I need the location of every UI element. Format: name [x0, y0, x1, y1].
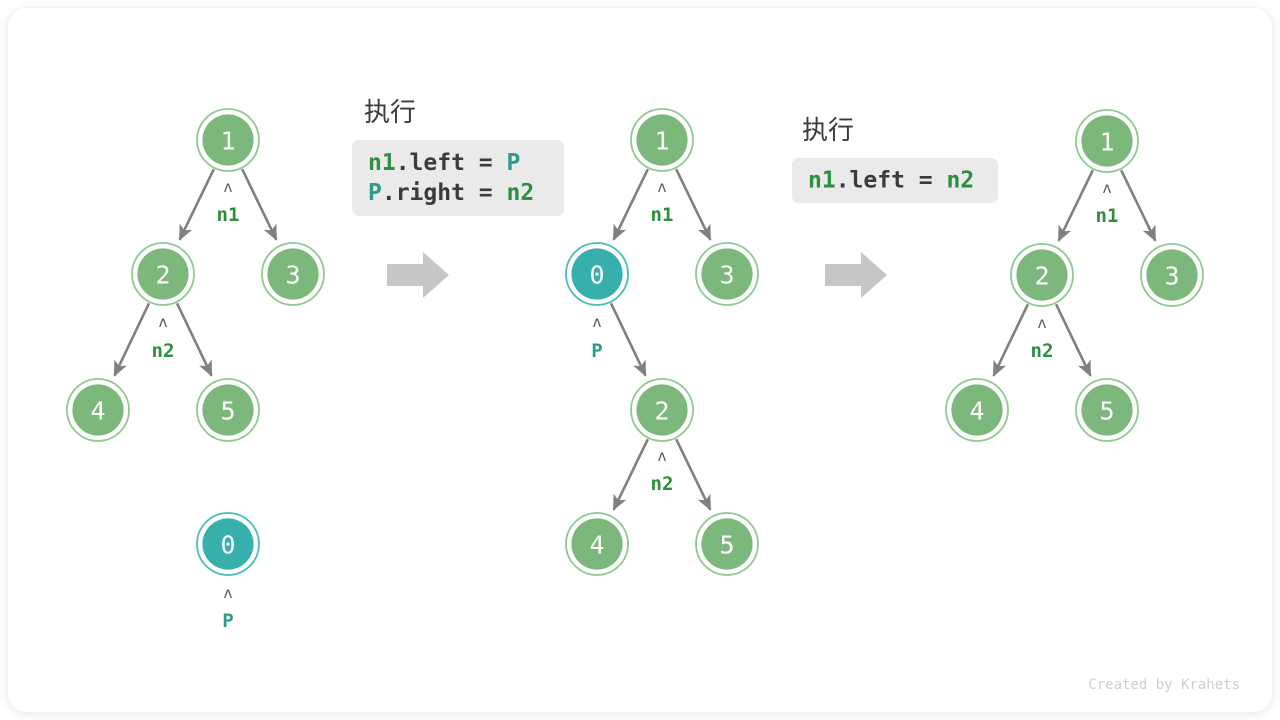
tree-node[interactable]: 2	[630, 378, 694, 442]
tree-node[interactable]: 3	[1140, 243, 1204, 307]
code-line: P.right = n2	[368, 180, 534, 206]
tree-edge	[612, 438, 649, 511]
tree-edge	[113, 302, 151, 377]
pointer-label: n2	[651, 473, 674, 495]
tree-node[interactable]: 4	[945, 378, 1009, 442]
step-arrows-layer	[387, 252, 887, 298]
code-annotations-layer: 执行 n1.left = P P.right = n2 执行 n1.left = n2	[352, 98, 998, 216]
code-block	[352, 140, 564, 216]
tree-node-label: 2	[155, 261, 170, 290]
step-transition-arrow-icon	[387, 252, 449, 298]
tree-edge	[1120, 169, 1157, 242]
pointer-label: n2	[1031, 340, 1054, 362]
pointer-label: P	[591, 340, 602, 362]
step-title: 执行	[364, 98, 416, 128]
pointer-label-group: ʌ n2	[152, 313, 175, 362]
tree-edge	[1057, 169, 1094, 242]
tree-node-label: 1	[220, 127, 235, 156]
pointer-caret-icon: ʌ	[592, 313, 601, 331]
code-line: n1.left = P	[368, 150, 520, 176]
pointer-caret-icon: ʌ	[657, 447, 666, 465]
tree-node[interactable]: 5	[1075, 378, 1139, 442]
tree-node-label: 3	[719, 261, 734, 290]
tree-node-label: 4	[90, 397, 105, 426]
tree-nodes-layer: 1 2 3 4 5 0 1 0 3 2 4 5 1 2 3 4 5	[66, 108, 1204, 576]
code-block	[792, 158, 998, 203]
credit-label: Created by Krahets	[1088, 677, 1240, 693]
pointer-label-group: ʌ n2	[1031, 314, 1054, 362]
tree-node[interactable]: 0	[565, 242, 629, 306]
pointer-label-group: ʌ n1	[217, 178, 240, 226]
tree-edge	[675, 438, 712, 511]
tree-node[interactable]: 4	[565, 512, 629, 576]
tree-node-label: 3	[285, 261, 300, 290]
tree-node-label: 3	[1164, 262, 1179, 291]
tree-node-label: 4	[589, 531, 604, 560]
tree-edge	[178, 168, 215, 241]
pointer-caret-icon: ʌ	[1102, 179, 1111, 197]
pointer-label: n1	[651, 204, 674, 226]
tree-node-label: 2	[654, 397, 669, 426]
tree-node-label: 5	[1099, 397, 1114, 426]
tree-node-label: 0	[589, 261, 604, 290]
pointer-label-group: ʌ n1	[651, 178, 674, 226]
tree-node[interactable]: 1	[1075, 109, 1139, 173]
pointer-label: P	[222, 610, 233, 632]
tree-edges-layer	[113, 168, 1157, 511]
tree-edge	[612, 168, 649, 241]
tree-node-label: 4	[969, 397, 984, 426]
tree-node-label: 5	[220, 397, 235, 426]
step-transition-arrow-icon	[825, 252, 887, 298]
tree-edge	[609, 302, 647, 377]
step-title: 执行	[802, 116, 854, 146]
pointer-label-group: ʌP	[591, 313, 602, 362]
tree-node[interactable]: 5	[695, 512, 759, 576]
tree-node[interactable]: 3	[695, 242, 759, 306]
pointer-caret-icon: ʌ	[657, 178, 666, 196]
pointer-label-group: ʌ n2	[651, 447, 674, 495]
tree-edge	[241, 168, 278, 241]
pointer-caret-icon: ʌ	[158, 313, 167, 331]
tree-edge	[175, 302, 213, 377]
pointer-caret-icon: ʌ	[1037, 314, 1046, 332]
tree-node[interactable]: 4	[66, 378, 130, 442]
pointer-label: n1	[1096, 205, 1119, 227]
pointer-label: n1	[217, 204, 240, 226]
tree-edge	[675, 168, 712, 241]
tree-edge	[992, 303, 1030, 377]
tree-node[interactable]: 3	[261, 242, 325, 306]
tree-node-label: 2	[1034, 262, 1049, 291]
tree-node-label: 0	[220, 531, 235, 560]
tree-node[interactable]: 0	[196, 512, 260, 576]
pointer-caret-icon: ʌ	[223, 178, 232, 196]
tree-node[interactable]: 1	[196, 108, 260, 172]
tree-node-label: 1	[1099, 128, 1114, 157]
tree-node-label: 5	[719, 531, 734, 560]
tree-node[interactable]: 2	[1010, 243, 1074, 307]
tree-node[interactable]: 2	[131, 242, 195, 306]
pointer-caret-icon: ʌ	[223, 584, 232, 602]
pointer-label-group: ʌP	[222, 584, 233, 632]
tree-node-label: 1	[654, 127, 669, 156]
pointer-label-group: ʌ n1	[1096, 179, 1119, 227]
tree-edge	[1054, 303, 1092, 377]
code-line: n1.left = n2	[808, 168, 974, 194]
tree-node[interactable]: 5	[196, 378, 260, 442]
tree-node[interactable]: 1	[630, 108, 694, 172]
pointer-label: n2	[152, 340, 175, 362]
